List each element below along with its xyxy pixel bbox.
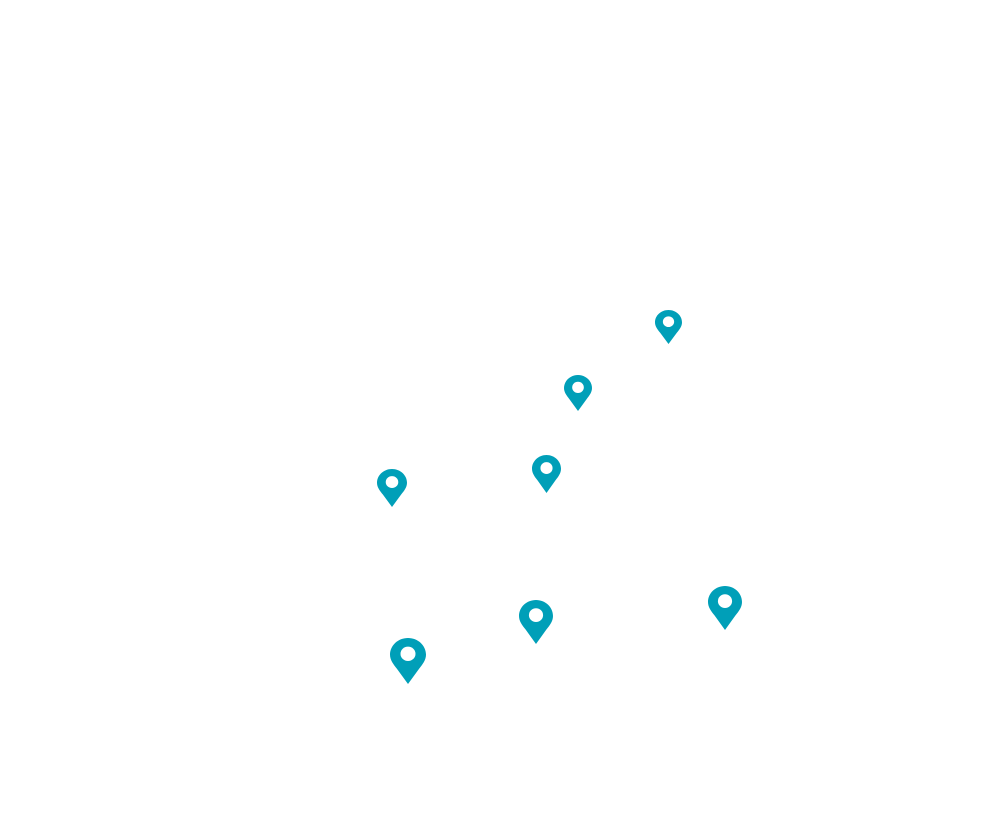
map-pin-icon[interactable] bbox=[708, 586, 742, 630]
map-pin-icon[interactable] bbox=[564, 375, 592, 411]
map-pin-icon[interactable] bbox=[390, 638, 426, 684]
map-pin-icon[interactable] bbox=[519, 600, 553, 644]
map-pin-icon[interactable] bbox=[655, 310, 682, 344]
map-pin-icon[interactable] bbox=[377, 469, 407, 507]
map-pin-icon[interactable] bbox=[532, 455, 561, 493]
